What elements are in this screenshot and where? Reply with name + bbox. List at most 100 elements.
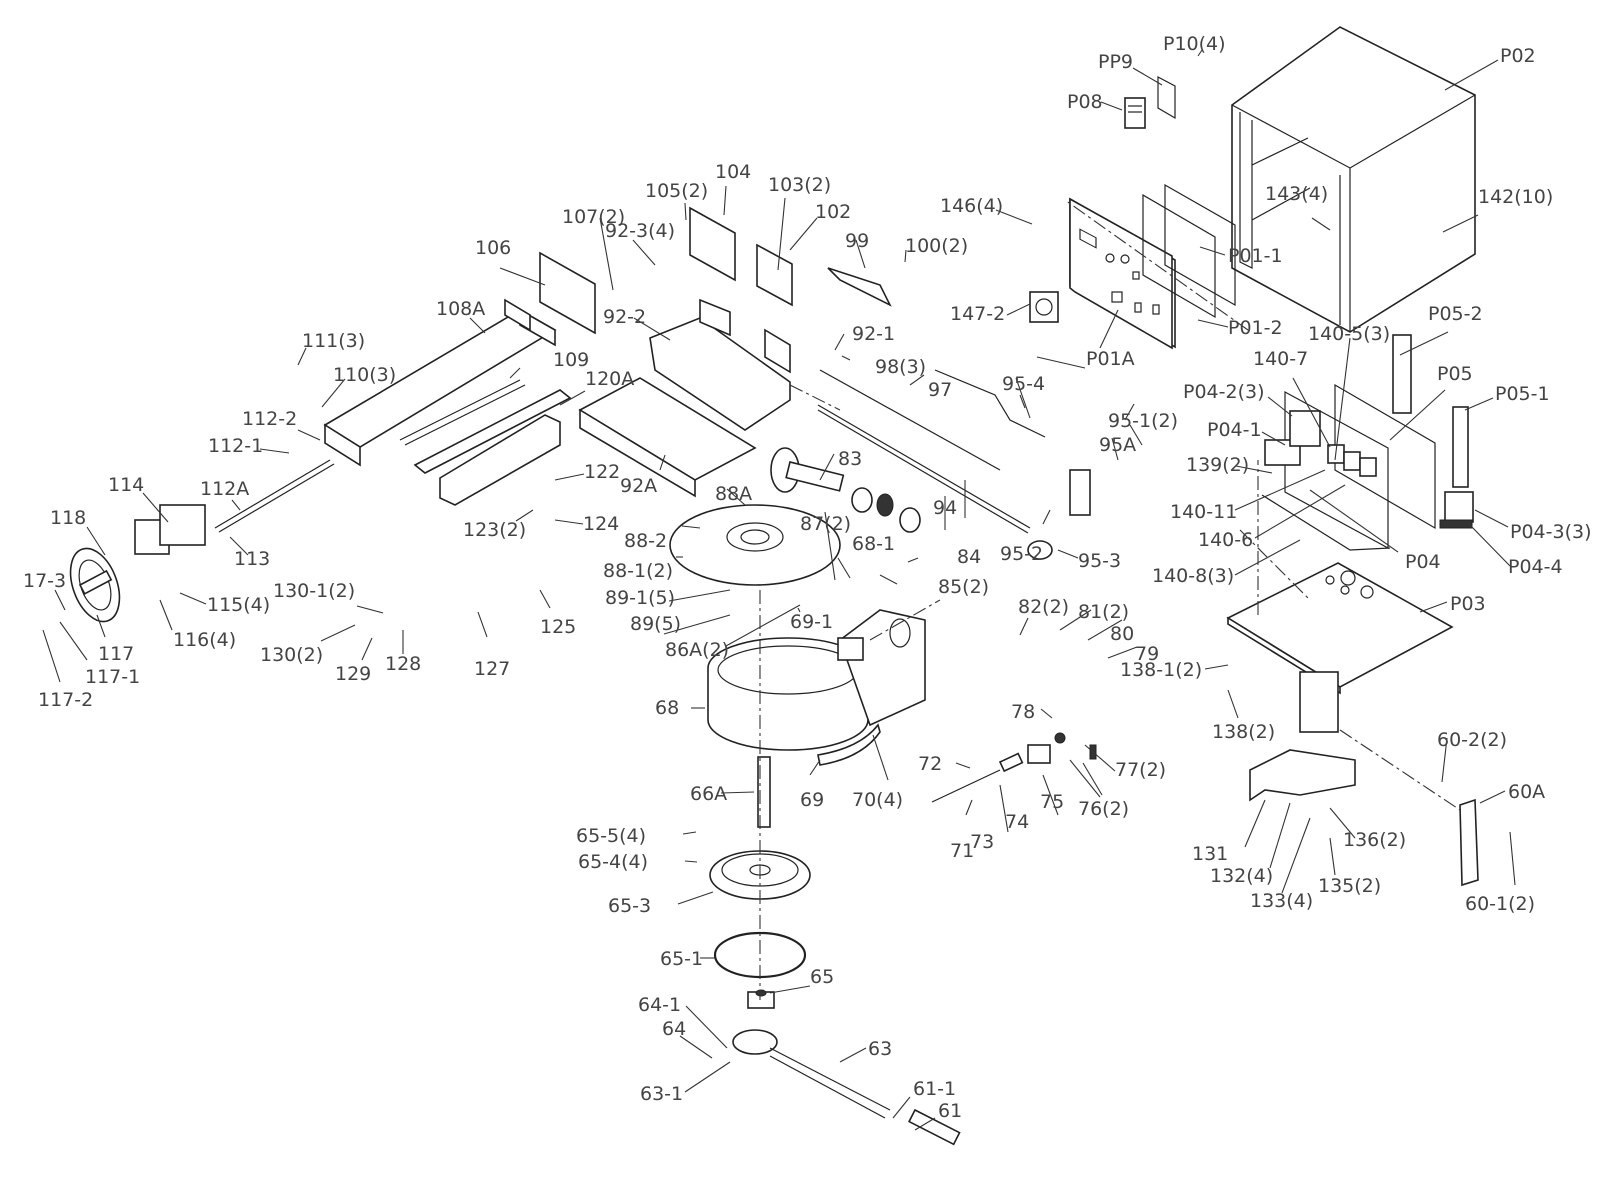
bushing-part (747, 989, 775, 1009)
callout-92A: 92A (620, 475, 657, 497)
mounting-plate-part (1226, 562, 1479, 887)
callout-140-6: 140-6 (1198, 529, 1253, 551)
callout-95A: 95A (1099, 434, 1136, 456)
callout-111: 111(3) (302, 330, 365, 352)
callout-65: 65 (810, 966, 834, 988)
shaft-assembly-part (770, 447, 921, 533)
callout-117: 117 (98, 643, 134, 665)
callout-PP9: PP9 (1098, 51, 1133, 73)
callout-78: 78 (1011, 701, 1035, 723)
callout-117-1: 117-1 (85, 666, 140, 688)
callout-99: 99 (845, 230, 869, 252)
callout-65-4: 65-4(4) (578, 851, 648, 873)
callout-P01-1: P01-1 (1228, 245, 1283, 267)
callout-109: 109 (553, 349, 589, 371)
callout-60-2: 60-2(2) (1437, 729, 1507, 751)
callout-P04-3: P04-3(3) (1510, 521, 1592, 543)
callout-125: 125 (540, 616, 576, 638)
callout-69-1: 69-1 (790, 611, 833, 633)
callout-P02: P02 (1500, 45, 1536, 67)
callout-112-1: 112-1 (208, 435, 263, 457)
callout-68-1: 68-1 (852, 533, 895, 555)
callout-117-2: 117-2 (38, 689, 93, 711)
callout-92-1: 92-1 (852, 323, 895, 345)
callout-80: 80 (1110, 623, 1134, 645)
swivel-plate-part (669, 504, 841, 586)
callout-110: 110(3) (333, 364, 396, 386)
callout-120A: 120A (585, 368, 634, 390)
callout-82: 82(2) (1018, 596, 1069, 618)
callout-104: 104 (715, 161, 751, 183)
callout-114: 114 (108, 474, 144, 496)
callout-112A: 112A (200, 478, 249, 500)
clamp-parts (931, 732, 1097, 803)
callout-88-2: 88-2 (624, 530, 667, 552)
callout-95-1: 95-1(2) (1108, 410, 1178, 432)
callout-61-1: 61-1 (913, 1078, 956, 1100)
callout-89-1: 89-1(5) (605, 587, 675, 609)
callout-92-3: 92-3(4) (605, 220, 675, 242)
angle-scale-part (817, 723, 881, 766)
callout-140-7: 140-7 (1253, 348, 1308, 370)
callout-95-3: 95-3 (1078, 550, 1121, 572)
callout-88-1: 88-1(2) (603, 560, 673, 582)
callout-P05: P05 (1437, 363, 1473, 385)
callout-64-1: 64-1 (638, 994, 681, 1016)
callout-70: 70(4) (852, 789, 903, 811)
callout-135: 135(2) (1318, 875, 1381, 897)
callout-83: 83 (838, 448, 862, 470)
callout-108A: 108A (436, 298, 485, 320)
callout-123: 123(2) (463, 519, 526, 541)
callout-138: 138(2) (1212, 721, 1275, 743)
callout-139: 139(2) (1186, 454, 1249, 476)
callout-116: 116(4) (173, 629, 236, 651)
callout-P01A: P01A (1086, 348, 1135, 370)
callout-122: 122 (584, 461, 620, 483)
callout-P04-1: P04-1 (1207, 419, 1262, 441)
callout-72: 72 (918, 753, 942, 775)
callout-79: 79 (1135, 643, 1159, 665)
callout-107: 107(2) (562, 206, 625, 228)
callout-124: 124 (583, 513, 619, 535)
callout-133: 133(4) (1250, 890, 1313, 912)
callout-65-5: 65-5(4) (576, 825, 646, 847)
callout-100: 100(2) (905, 235, 968, 257)
callout-86A: 86A(2) (665, 639, 729, 661)
callout-132: 132(4) (1210, 865, 1273, 887)
callout-140-8: 140-8(3) (1152, 565, 1234, 587)
callout-P04: P04 (1405, 551, 1441, 573)
callout-68: 68 (655, 697, 679, 719)
callout-147-2: 147-2 (950, 303, 1005, 325)
callout-146: 146(4) (940, 195, 1003, 217)
callout-P04-2: P04-2(3) (1183, 381, 1265, 403)
callout-98: 98(3) (875, 356, 926, 378)
callout-leaders (42, 49, 1516, 1131)
callout-65-3: 65-3 (608, 895, 651, 917)
callout-71: 71 (950, 840, 974, 862)
lever-handle-part (732, 1029, 961, 1146)
callout-17-3: 17-3 (23, 570, 66, 592)
electrical-panel-part (1261, 334, 1474, 551)
callout-112-2: 112-2 (242, 408, 297, 430)
callout-130: 130(2) (260, 644, 323, 666)
callout-129: 129 (335, 663, 371, 685)
callout-73: 73 (970, 831, 994, 853)
blade-guide-part (817, 369, 1091, 560)
callout-labels: P02 P10(4) PP9 P08 146(4) 143(4) 142(10)… (23, 33, 1592, 1122)
base-casting-part (707, 609, 926, 751)
callout-P04-4: P04-4 (1508, 556, 1563, 578)
callout-60A: 60A (1508, 781, 1545, 803)
callout-95-2: 95-2 (1000, 543, 1043, 565)
callout-84: 84 (957, 546, 981, 568)
callout-P01-2: P01-2 (1228, 317, 1283, 339)
callout-P03: P03 (1450, 593, 1486, 615)
callout-81: 81(2) (1078, 601, 1129, 623)
callout-89: 89(5) (630, 613, 681, 635)
callout-61: 61 (938, 1100, 962, 1122)
callout-118: 118 (50, 507, 86, 529)
callout-94: 94 (933, 497, 957, 519)
callout-97: 97 (928, 379, 952, 401)
table-assembly-part (323, 251, 596, 506)
callout-115: 115(4) (207, 594, 270, 616)
